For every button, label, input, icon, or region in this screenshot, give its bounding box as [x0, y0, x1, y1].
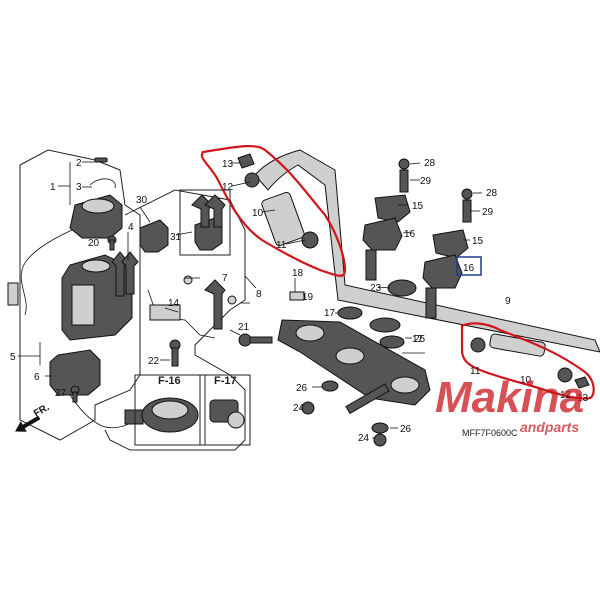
part-label-12: 12: [222, 182, 234, 193]
front-marker: FR.: [32, 402, 52, 420]
part-label-3: 3: [76, 182, 82, 193]
part-label-15: 15: [412, 201, 424, 212]
steering-lock-body: [61, 254, 133, 341]
top-bridge-18: [277, 319, 431, 415]
part-label-22: 22: [148, 356, 160, 367]
screw-20: [107, 235, 117, 251]
part-label-28-2: 28: [486, 188, 498, 199]
watermark-sub: andparts: [520, 419, 579, 435]
part-label-26-2: 26: [400, 424, 412, 435]
part-label-7: 7: [222, 273, 228, 284]
part-label-20: 20: [88, 238, 100, 249]
cap-23: [387, 279, 417, 297]
washer-26: [321, 380, 389, 434]
ignition-switch: [7, 194, 123, 316]
diagram-code: MFF7F0600C: [462, 428, 518, 438]
nut-24: [301, 401, 387, 447]
highlight-label-16: 16: [463, 263, 475, 274]
part-label-6: 6: [34, 372, 40, 383]
ignition-keys: [111, 251, 139, 297]
highlight-box-16: [456, 256, 482, 276]
part-label-8: 8: [256, 289, 262, 300]
callout-f16: F-16: [158, 375, 181, 387]
highlight-left-bar-end: [200, 144, 347, 277]
part-label-11: 11: [276, 240, 287, 251]
part-label-4: 4: [128, 222, 134, 233]
part-label-29: 29: [420, 176, 432, 187]
lower-switch: [49, 349, 144, 429]
part-label-5: 5: [10, 352, 16, 363]
seat-lock-30: [139, 219, 169, 253]
part-label-17: 17: [324, 308, 336, 319]
part-label-2: 2: [76, 158, 82, 169]
part-label-25: 25: [414, 334, 426, 345]
part-label-10: 10: [252, 208, 264, 219]
washer-25: [369, 317, 401, 333]
part-label-28: 28: [424, 158, 436, 169]
part-label-24: 24: [293, 403, 305, 414]
detail-box-f16: [134, 374, 206, 446]
part-label-31: 31: [170, 232, 182, 243]
detail-box-f17: [199, 374, 251, 446]
part-label-29-2: 29: [482, 207, 494, 218]
part-label-14: 14: [168, 298, 180, 309]
part-label-12-2: 12: [560, 390, 572, 401]
part-label-19: 19: [302, 292, 314, 303]
part-labels: 1234567891010111112121313141515161717181…: [10, 158, 589, 444]
part-label-13-2: 13: [577, 393, 589, 404]
bolt-19: [289, 291, 305, 301]
part-label-17-2: 17: [412, 334, 424, 345]
bar-end-left: [237, 153, 319, 249]
watermark-main: Makina: [435, 373, 584, 422]
washer-17-lower: [379, 335, 405, 349]
part-label-10-2: 10: [520, 375, 532, 386]
holder-left: [362, 158, 411, 281]
holder-right: [422, 188, 473, 319]
part-label-1: 1: [50, 182, 56, 193]
bracket-14: [147, 289, 216, 339]
part-label-9: 9: [505, 296, 511, 307]
ignition-clip: [89, 157, 116, 189]
part-label-26: 26: [296, 383, 308, 394]
part-label-18: 18: [292, 268, 304, 279]
bar-end-right: [470, 333, 590, 389]
part-label-23: 23: [370, 283, 382, 294]
part-label-13: 13: [222, 159, 234, 170]
key-7: [204, 279, 226, 330]
bolt-22: [169, 339, 181, 367]
front-arrow-icon: [15, 415, 41, 432]
seat-lock-31: [191, 194, 226, 251]
part-label-30: 30: [136, 195, 148, 206]
part-label-24-2: 24: [358, 433, 370, 444]
screw-27: [70, 385, 80, 403]
key-set-box: [179, 189, 231, 256]
bolt-21: [238, 333, 273, 347]
leader-lines: [18, 161, 482, 439]
part-label-21: 21: [238, 322, 250, 333]
part-label-11-2: 11: [470, 366, 481, 377]
washer-17-upper: [337, 306, 363, 320]
callout-f17: F-17: [214, 375, 237, 387]
part-label-16: 16: [404, 229, 416, 240]
part-label-27: 27: [55, 388, 67, 399]
part-label-15-2: 15: [472, 236, 484, 247]
highlight-right-bar-end: [460, 322, 595, 400]
